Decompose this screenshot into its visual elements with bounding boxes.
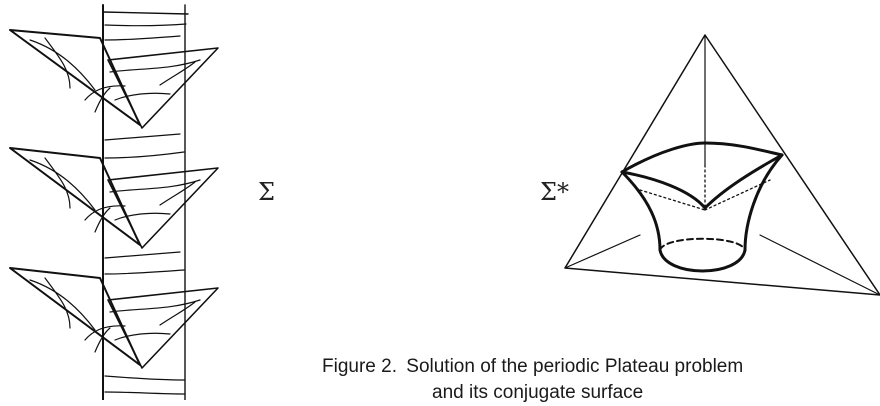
periodic-plateau-surface [9,4,219,400]
plateau-period-3 [9,251,219,395]
plateau-period-2 [9,133,219,249]
caption-number: Figure 2. [322,356,397,377]
sigma-label: Σ [258,178,275,206]
caption-line-2: and its conjugate surface [432,382,644,403]
plateau-period-1 [9,23,219,129]
caption-line-1: Solution of the periodic Plateau problem [406,356,744,377]
sigma-star-label: Σ* [540,178,569,206]
conjugate-surface-tetrahedron [564,34,880,296]
figure-caption: Figure 2. Solution of the periodic Plate… [322,354,880,406]
